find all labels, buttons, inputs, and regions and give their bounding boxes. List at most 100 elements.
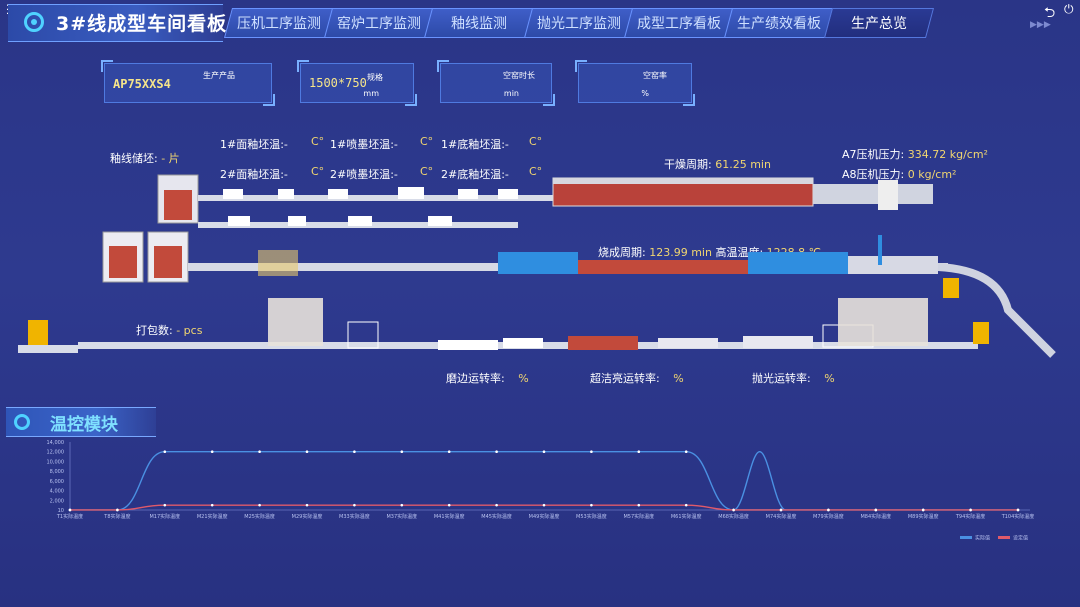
label: 1#喷墨坯温: [330, 138, 394, 151]
data-point [258, 503, 261, 507]
x-tick-label: M41实际温度 [434, 513, 465, 520]
data-point [637, 450, 641, 454]
data-point [210, 450, 214, 454]
section-icon [14, 414, 30, 430]
data-point [827, 508, 830, 512]
temp-1-face: 1#面釉坯温:- [220, 136, 288, 152]
data-point [779, 508, 783, 512]
value: % [824, 372, 835, 385]
data-point [590, 450, 593, 454]
y-tick-label: 12,000 [47, 450, 65, 456]
x-tick-label: M33实际温度 [339, 513, 370, 520]
data-point [210, 503, 214, 507]
press-a8: A8压机压力: 0 kg/cm² [842, 166, 956, 182]
data-point [116, 508, 119, 512]
value: - [393, 138, 398, 151]
info-card-product: AP75XXS4 生产产品 [101, 60, 275, 106]
card-label: 规格 [367, 73, 383, 82]
label: A7压机压力: [842, 148, 905, 161]
data-point [305, 450, 309, 454]
x-tick-label: M49实际温度 [529, 513, 560, 520]
tab-glaze-monitor[interactable]: 釉线监测 [423, 8, 535, 38]
value: - pcs [176, 324, 203, 337]
legend-swatch [998, 536, 1010, 539]
value: 334.72 kg/cm² [907, 148, 988, 161]
data-point [684, 503, 688, 507]
polish-line [78, 298, 989, 350]
value: % [673, 372, 684, 385]
dry-cycle: 干燥周期: 61.25 min [664, 156, 771, 172]
value: - 片 [161, 152, 180, 165]
unit: C° [420, 165, 434, 178]
glaze-storage-label: 釉线储坯: - 片 [110, 150, 180, 166]
press-machine-a [157, 174, 199, 224]
dryer [552, 177, 933, 210]
tab-press-monitor[interactable]: 压机工序监测 [223, 8, 335, 38]
data-point [495, 450, 498, 454]
x-tick-label: M57实际温度 [623, 513, 654, 520]
y-tick-label: 4,000 [50, 489, 64, 495]
back-icon[interactable]: ⮌ [1044, 5, 1056, 21]
data-point [68, 508, 72, 512]
x-tick-label: M61实际温度 [671, 513, 702, 520]
card-unit: % [641, 89, 649, 98]
edge-rate: 磨边运转率: % [446, 370, 529, 386]
packing-robot [18, 320, 78, 353]
press-machine-b [102, 231, 189, 283]
x-tick-label: M89实际温度 [908, 513, 939, 520]
temp-1-inkjet: 1#喷墨坯温:- [330, 136, 398, 152]
legend-swatch [960, 536, 972, 539]
tab-performance-board[interactable]: 生产绩效看板 [723, 8, 835, 38]
info-card-empty-kiln-rate: 空窑率 % [575, 60, 695, 106]
logo-icon [24, 12, 44, 32]
tab-kiln-monitor[interactable]: 窑炉工序监测 [323, 8, 435, 38]
temp-2-face: 2#面釉坯温:- [220, 166, 288, 182]
value: - [393, 168, 398, 181]
data-point [447, 450, 451, 454]
section-plate [6, 407, 156, 437]
info-card-empty-kiln-time: 空窑时长 min [437, 60, 555, 106]
x-tick-label: M79实际温度 [813, 513, 844, 520]
section-title: 温控模块 [50, 415, 118, 435]
x-tick-label: M68实际温度 [718, 513, 749, 520]
data-point [163, 503, 167, 507]
card-unit: min [503, 89, 519, 98]
x-tick-label: M74实际温度 [766, 513, 797, 520]
exit-icon[interactable]: ⏻ [1064, 2, 1074, 16]
polish-rate: 抛光运转率: % [752, 370, 835, 386]
legend-label: 实际值 [975, 535, 990, 542]
value: 123.99 min [649, 246, 712, 259]
tab-label: 釉线监测 [451, 16, 507, 32]
x-tick-label: T1实际温度 [56, 513, 83, 520]
header-bar: ☰ 3#线成型车间看板 压机工序监测 窑炉工序监测 釉线监测 抛光工序监测 成型… [0, 0, 1080, 42]
tab-label: 生产绩效看板 [737, 16, 821, 32]
data-point [684, 450, 688, 454]
tab-polish-monitor[interactable]: 抛光工序监测 [523, 8, 635, 38]
temp-2-inkjet: 2#喷墨坯温:- [330, 166, 398, 182]
unit: C° [311, 135, 325, 148]
tab-forming-board[interactable]: 成型工序看板 [623, 8, 735, 38]
data-point [305, 503, 309, 507]
y-tick-label: 6,000 [50, 479, 64, 485]
card-label: 空窑时长 [503, 71, 535, 80]
temperature-chart: 14,00012,00010,0008,0006,0004,0002,00010… [47, 440, 1035, 542]
clean-rate: 超洁亮运转率: % [590, 370, 684, 386]
value: - [504, 138, 509, 151]
tab-overview[interactable]: 生产总览 [823, 8, 935, 38]
unit: C° [311, 165, 325, 178]
label: 1#底釉坯温: [441, 138, 505, 151]
value: 61.25 min [715, 158, 771, 171]
tab-label: 成型工序看板 [637, 16, 721, 32]
card-label: 空窑率 [643, 71, 667, 80]
transfer-curve [937, 263, 1056, 358]
card-value: 1500*750 [309, 76, 367, 90]
label: 烧成周期: [598, 246, 646, 259]
pack-count: 打包数: - pcs [136, 322, 202, 338]
kiln [188, 235, 948, 276]
info-card-spec: 1500*750 规格 mm [297, 60, 417, 106]
data-point [637, 503, 641, 507]
y-tick-label: 8,000 [50, 469, 64, 475]
data-point [969, 508, 972, 512]
data-point [447, 503, 451, 507]
data-point [353, 450, 356, 454]
